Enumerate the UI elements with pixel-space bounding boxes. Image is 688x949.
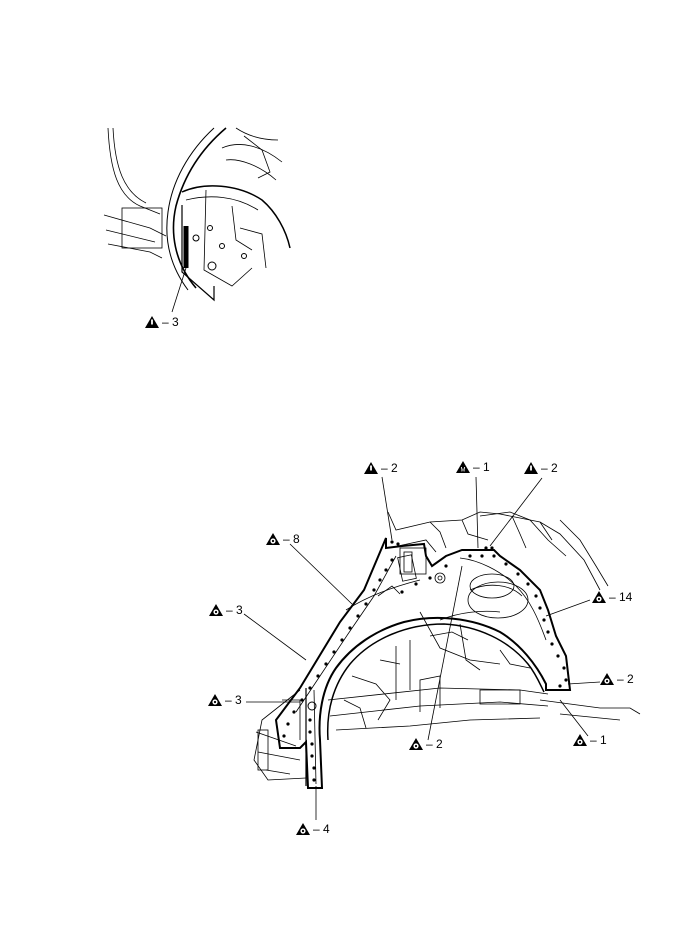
spot-weld-icon [573, 734, 587, 746]
callout-label: – 1 [590, 733, 607, 747]
callout-warn-2-right: – 2 [524, 461, 558, 475]
spot-weld-icon [600, 673, 614, 685]
warning-triangle-icon [364, 462, 378, 474]
top-view-illustration [103, 127, 291, 313]
callout-label: – 4 [313, 822, 330, 836]
callout-spot-1-right: – 1 [573, 733, 607, 747]
callout-label: – 3 [226, 603, 243, 617]
callout-spot-3-upper: – 3 [209, 603, 243, 617]
leader-lines [243, 476, 601, 820]
spot-weld-icon [409, 738, 423, 750]
warning-triangle-icon [524, 462, 538, 474]
spot-weld-points [282, 540, 568, 782]
spot-weld-icon [592, 591, 606, 603]
callout-label: – 2 [381, 461, 398, 475]
callout-label: – 2 [617, 672, 634, 686]
callout-label: – 8 [283, 532, 300, 546]
callout-spot-14: – 14 [592, 590, 633, 604]
bottom-view-illustration [253, 511, 641, 781]
spot-weld-icon [266, 533, 280, 545]
top-callout-3: – 3 [145, 315, 179, 329]
callout-label: – 2 [541, 461, 558, 475]
callout-label: – 3 [225, 693, 242, 707]
callout-label: – 2 [426, 737, 443, 751]
callout-spot-2-right: – 2 [600, 672, 634, 686]
callout-spot-2-bottom: – 2 [409, 737, 443, 751]
callout-label: – 3 [162, 315, 179, 329]
spot-weld-icon [209, 604, 223, 616]
callout-spot-4: – 4 [296, 822, 330, 836]
callout-label: – 1 [473, 460, 490, 474]
callout-m-1: – 1 [456, 460, 490, 474]
callout-spot-3-lower: – 3 [208, 693, 242, 707]
callout-label: – 14 [609, 590, 633, 604]
callout-warn-2-left: – 2 [364, 461, 398, 475]
weld-triangle-m-icon [456, 461, 470, 474]
spot-weld-icon [296, 823, 310, 835]
callout-spot-8: – 8 [266, 532, 300, 546]
spot-weld-icon [208, 694, 222, 706]
quarter-panel-outline [274, 537, 572, 789]
warning-triangle-icon [145, 316, 159, 328]
